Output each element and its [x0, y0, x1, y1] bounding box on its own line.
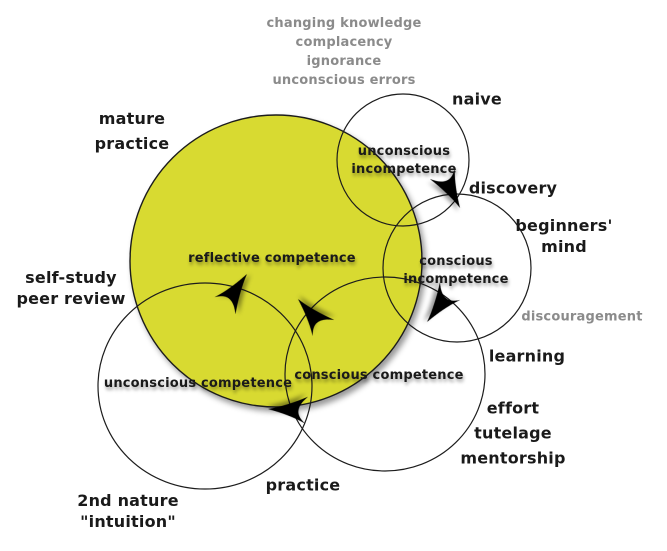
label-effort: effort: [486, 398, 540, 418]
label-discovery: discovery: [468, 178, 558, 198]
label-unconscious-incompetence: unconscious incompetence: [351, 143, 456, 179]
label-mature-line2: practice: [94, 134, 170, 153]
label-reflective-competence: reflective competence: [188, 251, 356, 266]
circle-unconscious-competence: [97, 282, 313, 490]
label-beginners-line1: beginners': [515, 216, 613, 235]
label-mature-line1: mature: [98, 109, 166, 128]
label-practice: practice: [265, 475, 341, 495]
cycle-note-ignorance: ignorance: [306, 54, 382, 69]
label-unconscious-competence: unconscious competence: [103, 376, 293, 391]
label-effort-tutelage-mentorship: effort tutelage mentorship: [460, 396, 565, 471]
label-discouragement: discouragement: [521, 309, 643, 325]
label-mature-practice: mature practice: [95, 106, 170, 156]
label-self-study-line2: peer review: [16, 289, 126, 308]
label-second-nature-intuition: 2nd nature "intuition": [77, 490, 179, 532]
label-second-nature-line1: 2nd nature: [77, 491, 179, 510]
label-tutelage: tutelage: [474, 423, 552, 443]
cycle-note-changing-knowledge: changing knowledge: [266, 16, 422, 31]
label-learning: learning: [488, 346, 566, 366]
circle-reflective-competence: [129, 114, 423, 408]
label-beginners-line2: mind: [541, 237, 587, 256]
label-self-study-peer-review: self-study peer review: [16, 267, 125, 309]
label-conscious-incompetence: conscious incompetence: [403, 253, 508, 289]
circle-unconscious-incompetence: [336, 93, 470, 227]
label-mentorship: mentorship: [460, 448, 566, 468]
label-naive: naive: [452, 89, 502, 109]
label-beginners-mind: beginners' mind: [515, 215, 612, 257]
circle-conscious-competence: [284, 276, 486, 472]
label-intuition-line2: "intuition": [80, 512, 176, 531]
label-cycle-notes: changing knowledge complacency ignorance…: [267, 14, 422, 90]
label-self-study-line1: self-study: [25, 268, 117, 287]
label-conscious-incompetence-line1: conscious: [419, 254, 493, 269]
label-conscious-incompetence-line2: incompetence: [403, 272, 509, 287]
cycle-note-unconscious-errors: unconscious errors: [272, 73, 416, 88]
cycle-note-complacency: complacency: [295, 35, 393, 50]
label-unconscious-incompetence-line1: unconscious: [357, 144, 451, 159]
label-conscious-competence: conscious competence: [294, 368, 464, 383]
arrow-discouragement: [415, 282, 461, 330]
label-unconscious-incompetence-line2: incompetence: [351, 162, 457, 177]
